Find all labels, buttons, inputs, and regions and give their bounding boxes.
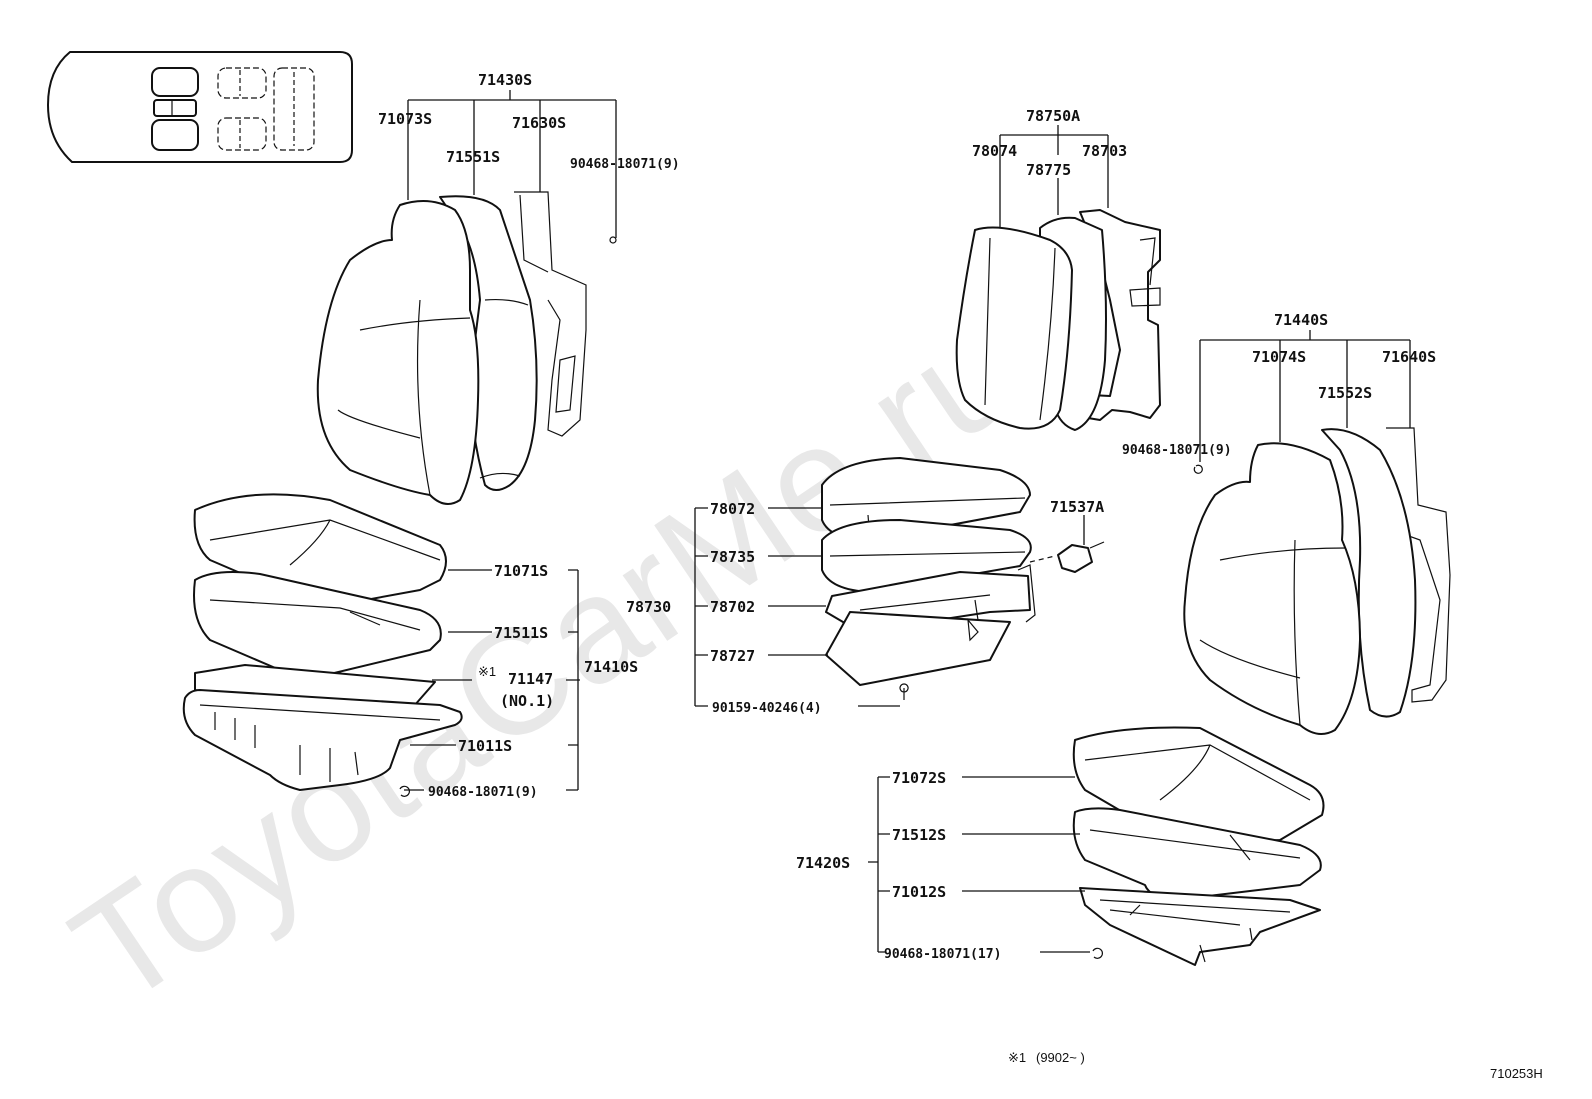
label-71552s: 71552S <box>1318 384 1372 402</box>
label-71410s: 71410S <box>584 658 638 676</box>
label-90468-bottom-right: 90468-18071(17) <box>884 947 1001 962</box>
label-78730: 78730 <box>626 598 671 616</box>
diagram-code: 710253H <box>1490 1066 1543 1081</box>
part-labels: 71430S 71073S 71630S 71551S 90468-18071(… <box>378 71 1436 962</box>
label-90468-top: 90468-18071(9) <box>570 157 680 172</box>
seat-cushion-right-stack <box>1072 726 1325 966</box>
label-71440s: 71440S <box>1274 311 1328 329</box>
label-90468-bottom-left: 90468-18071(9) <box>428 785 538 800</box>
label-71511s: 71511S <box>494 624 548 642</box>
label-78072: 78072 <box>710 500 755 518</box>
label-71537a: 71537A <box>1050 498 1104 516</box>
label-78775: 78775 <box>1026 161 1071 179</box>
footnote-text: (9902~ ) <box>1036 1050 1085 1065</box>
label-90468-right: 90468-18071(9) <box>1122 443 1232 458</box>
center-cushion-stack <box>821 457 1105 700</box>
label-71640s: 71640S <box>1382 348 1436 366</box>
label-90159: 90159-40246(4) <box>712 701 822 716</box>
label-71072s: 71072S <box>892 769 946 787</box>
seat-layout-inset <box>47 51 353 163</box>
label-71147-mark: ※1 <box>478 664 496 679</box>
seat-back-right-assembly <box>1183 427 1451 735</box>
seat-back-left-assembly <box>316 191 587 505</box>
label-71073s: 71073S <box>378 110 432 128</box>
label-71012s: 71012S <box>892 883 946 901</box>
label-78074: 78074 <box>972 142 1017 160</box>
label-71147: 71147 <box>508 670 553 688</box>
label-78727: 78727 <box>710 647 755 665</box>
label-71147-sub: (NO.1) <box>500 692 554 710</box>
label-78703: 78703 <box>1082 142 1127 160</box>
label-78750a: 78750A <box>1026 107 1080 125</box>
label-78735: 78735 <box>710 548 755 566</box>
footnote-mark: ※1 <box>1008 1050 1026 1065</box>
leader-lines <box>404 90 1411 953</box>
label-71430s: 71430S <box>478 71 532 89</box>
label-78702: 78702 <box>710 598 755 616</box>
label-71420s: 71420S <box>796 854 850 872</box>
label-71512s: 71512S <box>892 826 946 844</box>
seat-cushion-left-stack <box>182 493 463 797</box>
label-71630s: 71630S <box>512 114 566 132</box>
label-71074s: 71074S <box>1252 348 1306 366</box>
center-back-assembly <box>955 209 1161 431</box>
label-71071s: 71071S <box>494 562 548 580</box>
label-71551s: 71551S <box>446 148 500 166</box>
label-71011s: 71011S <box>458 737 512 755</box>
